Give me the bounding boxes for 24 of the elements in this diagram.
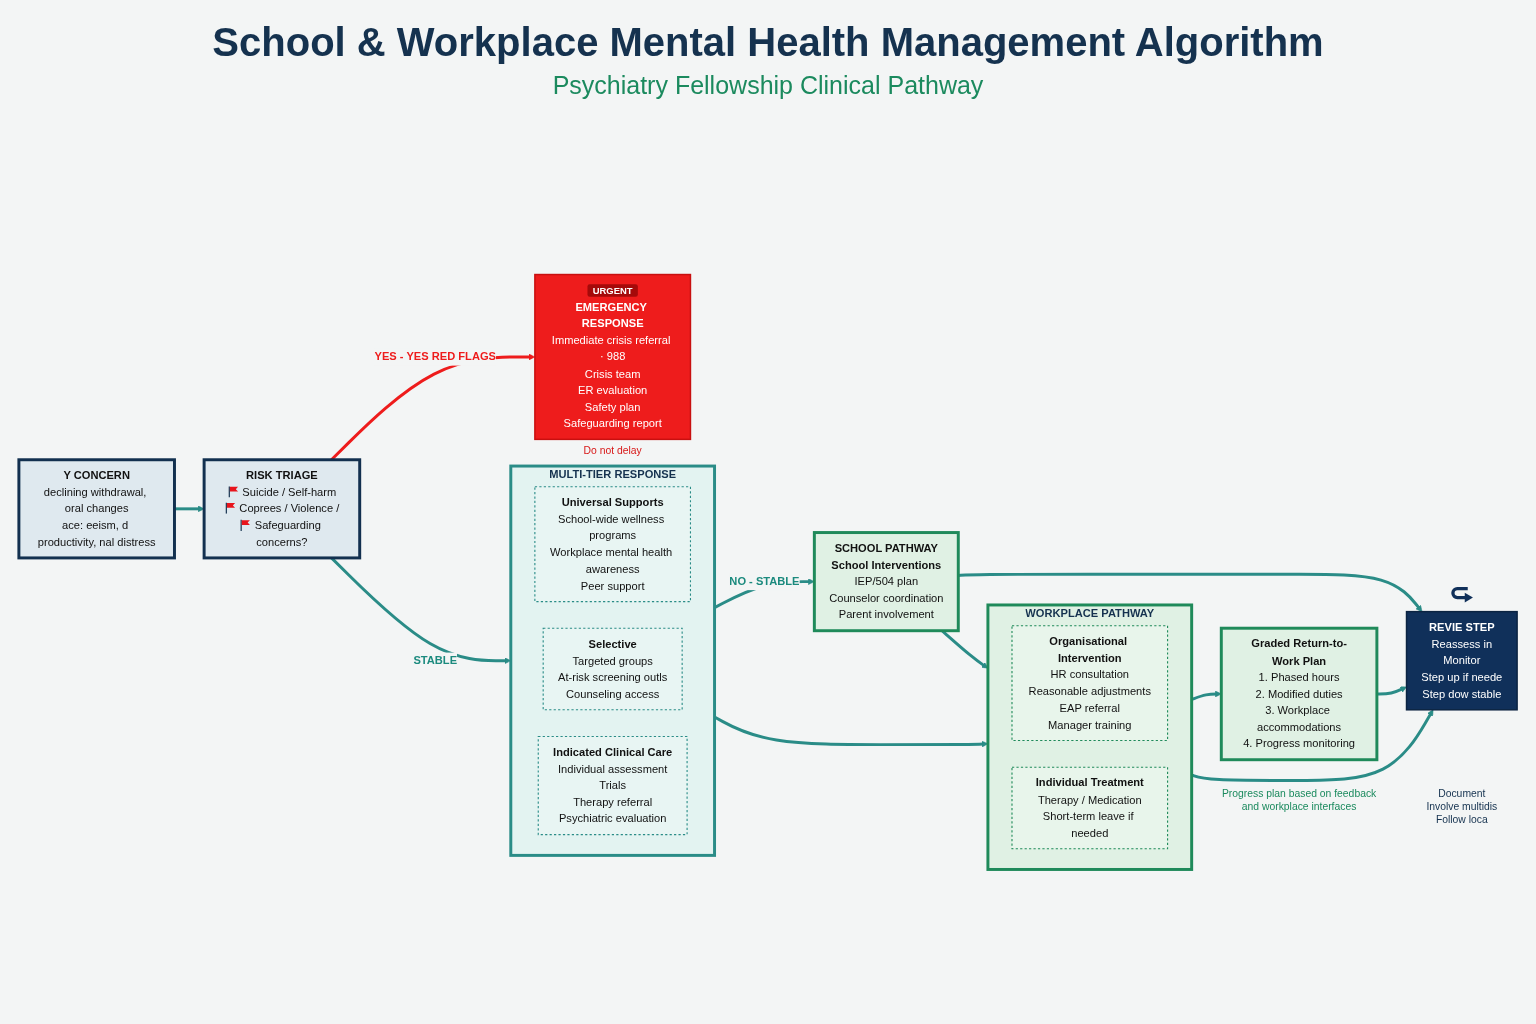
note-text: Do not delay	[583, 445, 642, 457]
note-text: Document Involve multidis Follow loca	[1426, 787, 1498, 825]
node-box: Selective Targeted groups At-risk screening outls Counseling access	[542, 627, 683, 711]
node-box: Individual Treatment Therapy / Medication Short-term leave if needed	[1011, 766, 1169, 850]
edge-label: YES - YES RED FLAGS	[374, 350, 496, 363]
node-box: Universal Supports School-wide wellness programs Workplace mental health awareness Peer support	[534, 486, 691, 603]
node-box: Indicated Clinical Care Individual assessment Trials Therapy referral Psychiatric evaluation	[537, 735, 688, 836]
node-box: SCHOOL PATHWAY School Interventions IEP/504 plan Counselor coordination Parent involvement	[812, 531, 960, 633]
arrow	[1376, 686, 1407, 696]
diagram-title: School & Workplace Mental Health Management Algorithm	[212, 20, 1324, 65]
node-box: REVIE STEP Reassess in Monitor Step up if neede Step dow stable	[1405, 610, 1518, 711]
node-box: Organisational Intervention HR consultation Reasonable adjustments EAP referral Manager training	[1011, 625, 1169, 742]
note-text: Progress plan based on feedback and workplace interfaces	[1221, 787, 1377, 812]
subtitle: Psychiatry Fellowship Clinical Pathway	[552, 71, 984, 100]
arrow	[174, 505, 205, 513]
node-box: URGENT EMERGENCY RESPONSE Immediate crisis referral · 988 Crisis team ER evaluation Safety plan Safeguarding report	[534, 273, 692, 441]
arrow	[1191, 709, 1434, 782]
edge-label: NO - STABLE	[729, 574, 800, 588]
arrow	[958, 572, 1423, 612]
node-box: RISK TRIAGE Suicide / Self-harm Coprees / Violence / Safeguarding concerns?	[202, 458, 362, 560]
node-box: Y CONCERN declining withdrawal, oral changes ace: eeism, d productivity, nal distress	[17, 458, 176, 560]
arrow	[1191, 690, 1222, 701]
node-box: Graded Return-to-Work Plan 1. Phased hours 2. Modified duties 3. Workplace accommodations 4. Progress monitoring	[1219, 626, 1379, 762]
edge-label: STABLE	[413, 653, 458, 667]
